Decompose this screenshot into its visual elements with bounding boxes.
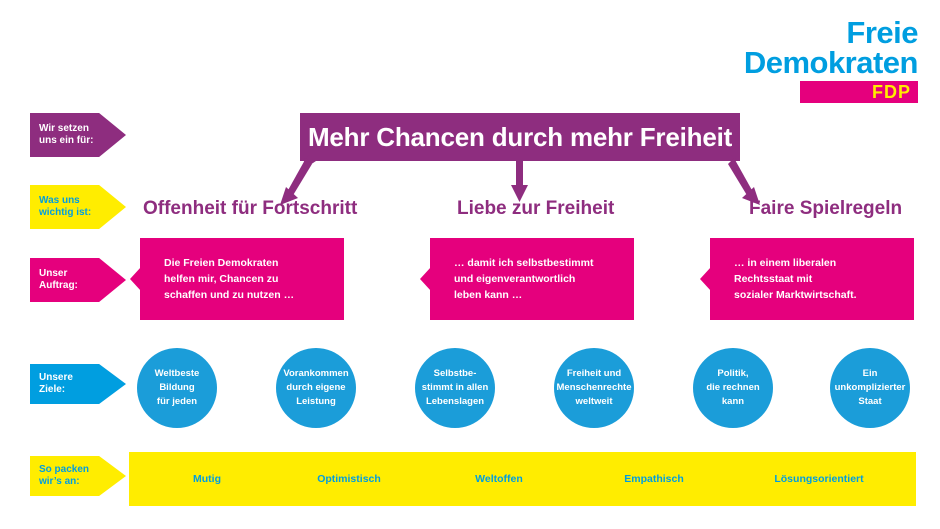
mission-line: Rechtsstaat mit: [734, 273, 813, 285]
column-heading-0: Offenheit für Fortschritt: [143, 198, 358, 219]
row-tag-so-packen-wirs-an: So packen wir’s an:: [30, 456, 126, 496]
goal-line: durch eigene: [286, 382, 346, 393]
mission-line: leben kann …: [454, 289, 523, 301]
arrow-center-shaft-icon: [516, 155, 523, 189]
goal-line: unkomplizierter: [834, 382, 906, 393]
column-heading-2: Faire Spielregeln: [749, 198, 903, 219]
mission-line: … damit ich selbstbestimmt: [454, 257, 594, 269]
arrow-left-tip-icon: [280, 187, 298, 205]
mission-box-1: … damit ich selbstbestimmt und eigenvera…: [420, 238, 634, 320]
mission-line: und eigenverantwortlich: [454, 273, 576, 285]
row-tag-line1: Was uns: [39, 194, 80, 206]
main-title-banner: Mehr Chancen durch mehr Freiheit: [300, 113, 740, 161]
mission-box-0: Die Freien Demokraten helfen mir, Chance…: [130, 238, 344, 320]
mission-line: sozialer Marktwirtschaft.: [734, 289, 857, 301]
row-tag-unser-auftrag: Unser Auftrag:: [30, 258, 126, 302]
goal-line: Ein: [862, 368, 878, 379]
page-title: Mehr Chancen durch mehr Freiheit: [307, 121, 733, 152]
goal-line: Lebenslagen: [425, 396, 485, 407]
goal-line: Leistung: [296, 396, 336, 407]
mission-line: Die Freien Demokraten: [164, 257, 279, 269]
goal-circle: Vorankommen durch eigene Leistung: [276, 348, 356, 428]
goal-circle: Freiheit und Menschenrechte weltweit: [554, 348, 634, 428]
mission-line: … in einem liberalen: [734, 257, 837, 269]
arrow-right-icon: [665, 155, 738, 161]
goal-line: für jeden: [156, 396, 198, 407]
value-item: Mutig: [193, 473, 221, 485]
arrow-right-tip-icon: [742, 187, 760, 205]
column-heading-1: Liebe zur Freiheit: [457, 198, 615, 219]
arrow-center-head-icon: [511, 185, 528, 202]
goal-line: die rechnen: [706, 382, 760, 393]
row-tag-line1: So packen: [39, 463, 90, 475]
goal-line: Bildung: [159, 382, 195, 393]
row-tag-line1: Unsere: [39, 371, 73, 383]
row-tag-line1: Wir setzen: [39, 122, 89, 134]
row-tag-line1: Unser: [39, 267, 68, 279]
goal-line: stimmt in allen: [421, 382, 489, 393]
row-tag-line2: Auftrag:: [39, 280, 78, 291]
mission-line: schaffen und zu nutzen …: [164, 289, 295, 301]
row-tag-line2: wir’s an:: [39, 476, 80, 487]
goal-line: Staat: [858, 396, 882, 407]
row-tag-wir-setzen-uns-ein-fuer: Wir setzen uns ein für:: [30, 113, 126, 157]
callout-tail-icon: [700, 267, 711, 291]
goal-line: Selbstbe-: [433, 368, 477, 379]
logo-magenta-bar: FDP: [800, 81, 918, 103]
goal-line: Politik,: [717, 368, 749, 379]
value-item: Optimistisch: [317, 473, 381, 485]
row-tag-line2: Ziele:: [39, 384, 66, 395]
goal-circle: Selbstbe- stimmt in allen Lebenslagen: [415, 348, 495, 428]
banner-connector-arrows: [280, 155, 760, 205]
value-item: Empathisch: [624, 473, 684, 485]
row-tag-unsere-ziele: Unsere Ziele:: [30, 364, 126, 404]
callout-tail-icon: [130, 267, 141, 291]
logo-abbrev: FDP: [872, 82, 911, 102]
mission-box-2: … in einem liberalen Rechtsstaat mit soz…: [700, 238, 914, 320]
row-tag-line2: uns ein für:: [39, 135, 94, 146]
goal-circle: Politik, die rechnen kann: [693, 348, 773, 428]
fdp-logo: Freie Demokraten FDP: [743, 15, 919, 103]
goal-line: kann: [721, 396, 745, 407]
goal-circle: Ein unkomplizierter Staat: [830, 348, 910, 428]
value-item: Lösungsorientiert: [774, 473, 864, 485]
goal-line: Vorankommen: [283, 368, 349, 379]
row-tag-was-uns-wichtig-ist: Was uns wichtig ist:: [30, 185, 126, 229]
logo-line-freie: Freie: [846, 15, 918, 50]
values-bar: Mutig Optimistisch Weltoffen Empathisch …: [129, 452, 916, 506]
row-tag-line2: wichtig ist:: [39, 207, 92, 218]
arrow-left-icon: [302, 155, 375, 165]
callout-tail-icon: [420, 267, 431, 291]
value-item: Weltoffen: [475, 473, 523, 485]
goal-circle: Weltbeste Bildung für jeden: [137, 348, 217, 428]
mission-line: helfen mir, Chancen zu: [164, 273, 279, 285]
logo-line-demokraten: Demokraten: [743, 45, 919, 80]
goal-line: Weltbeste: [154, 368, 200, 379]
goal-line: Menschenrechte: [556, 382, 632, 393]
goal-line: weltweit: [575, 396, 613, 407]
goal-line: Freiheit und: [566, 368, 622, 379]
